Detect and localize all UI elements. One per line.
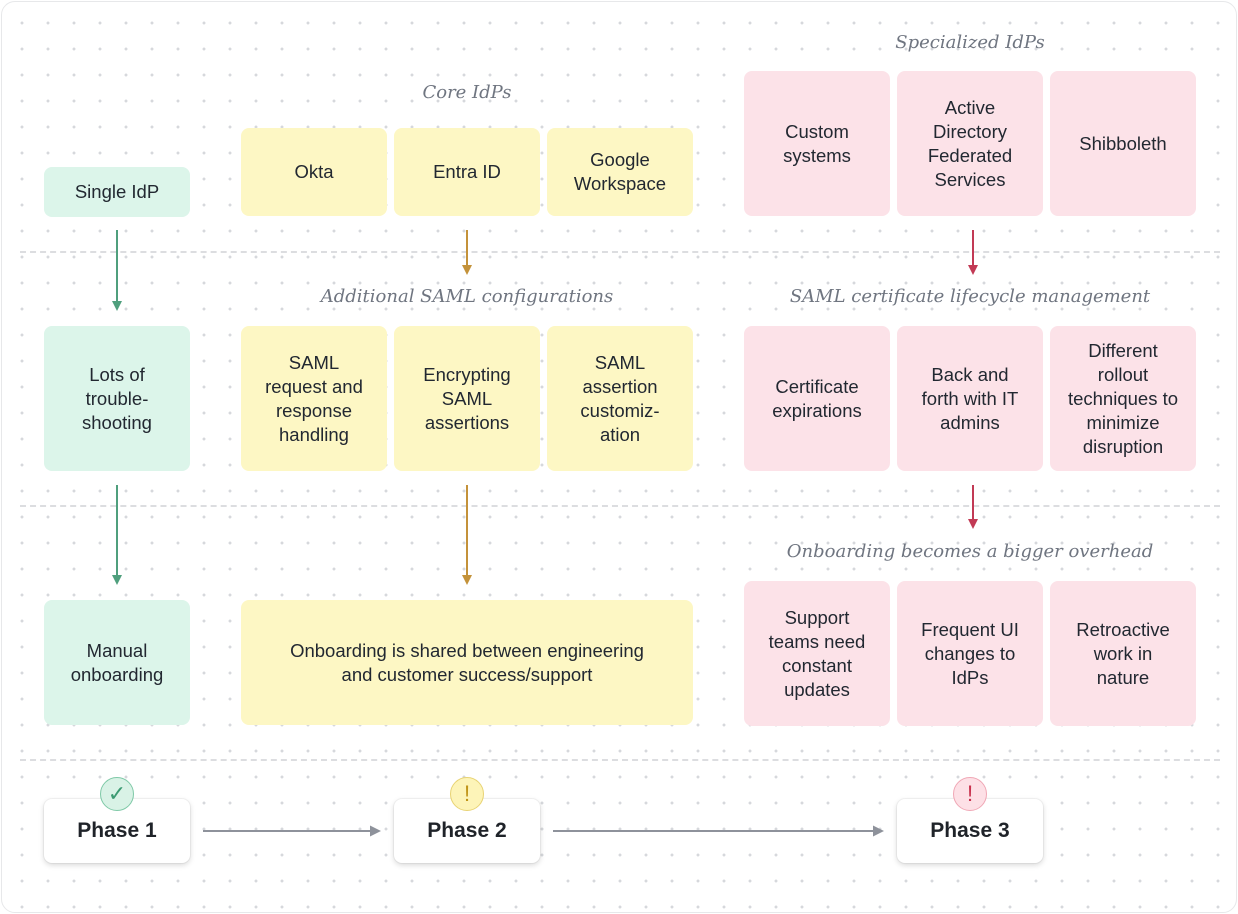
box-retroactive-work: Retroactive work in nature [1050,581,1196,726]
heading-additional-saml-configurations: Additional SAML configurations [320,286,614,307]
box-saml-assertion-customization: SAML assertion customiz- ation [547,326,693,471]
phase-1-label: Phase 1 [77,819,157,842]
box-rollout-techniques: Different rollout techniques to minimize… [1050,326,1196,471]
phase-2-label: Phase 2 [427,819,507,842]
heading-specialized-idps: Specialized IdPs [895,32,1045,53]
heading-core-idps: Core IdPs [422,82,512,103]
box-manual-onboarding: Manual onboarding [44,600,190,725]
box-custom-systems: Custom systems [744,71,890,216]
box-back-and-forth-it-admins: Back and forth with IT admins [897,326,1043,471]
box-certificate-expirations: Certificate expirations [744,326,890,471]
box-support-updates: Support teams need constant updates [744,581,890,726]
box-troubleshooting: Lots of trouble- shooting [44,326,190,471]
check-icon: ✓ [100,777,134,811]
row-divider-3 [20,759,1220,761]
row-divider-1 [20,251,1220,253]
box-google-workspace: Google Workspace [547,128,693,216]
box-shared-onboarding: Onboarding is shared between engineering… [241,600,693,725]
phase-3-label: Phase 3 [930,819,1010,842]
warning-icon: ! [450,777,484,811]
box-single-idp: Single IdP [44,167,190,217]
row-divider-2 [20,505,1220,507]
box-entra-id: Entra ID [394,128,540,216]
box-okta: Okta [241,128,387,216]
box-shibboleth: Shibboleth [1050,71,1196,216]
box-ui-changes: Frequent UI changes to IdPs [897,581,1043,726]
heading-onboarding-overhead: Onboarding becomes a bigger overhead [786,541,1154,562]
heading-saml-certificate-lifecycle: SAML certificate lifecycle management [789,286,1151,307]
box-saml-request-response: SAML request and response handling [241,326,387,471]
error-icon: ! [953,777,987,811]
box-adfs: Active Directory Federated Services [897,71,1043,216]
box-encrypting-saml: Encrypting SAML assertions [394,326,540,471]
